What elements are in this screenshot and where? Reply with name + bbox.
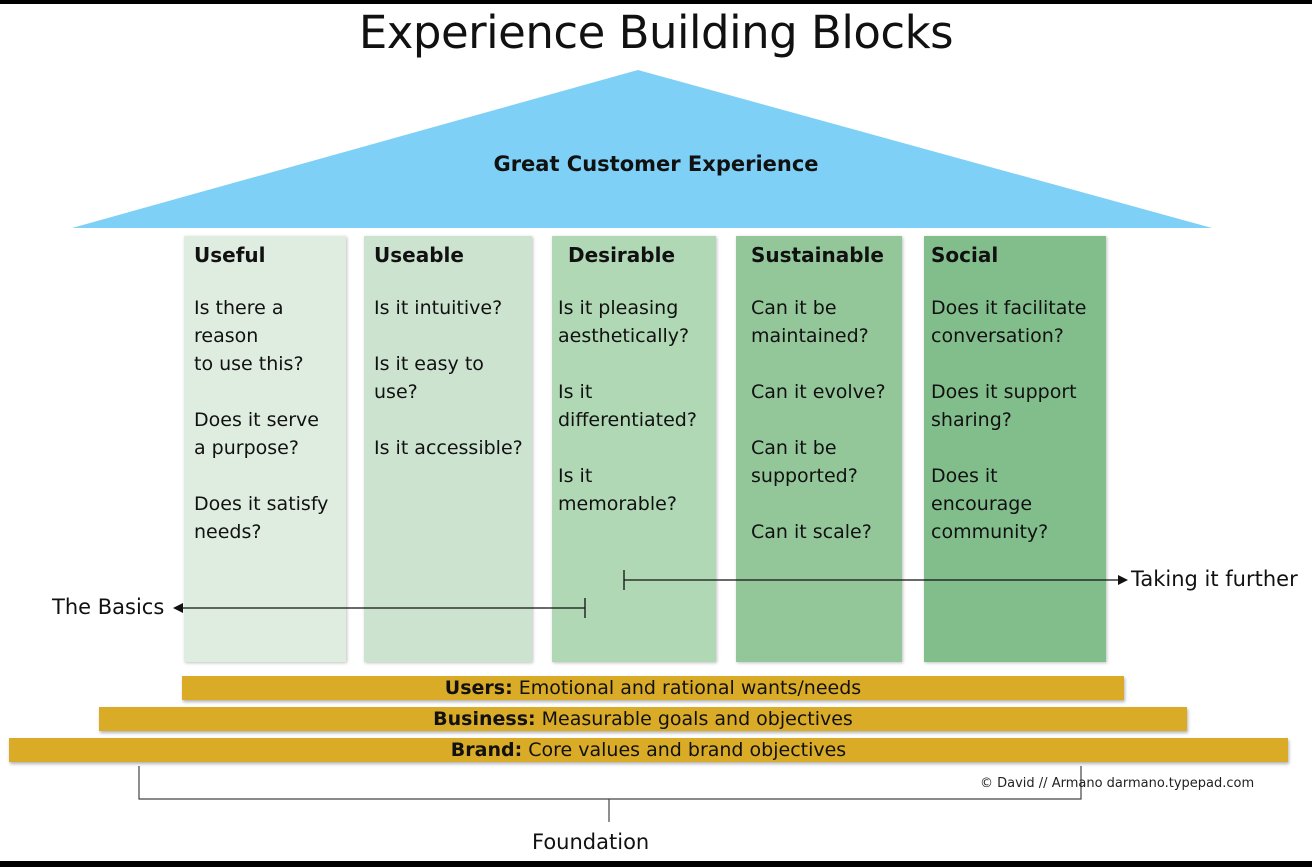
pillar-useful: Useful Is there a reason to use this? Do…	[184, 236, 346, 662]
further-label: Taking it further	[1131, 567, 1298, 591]
band-brand: Brand: Core values and brand objectives	[9, 738, 1288, 762]
pillar-sustainable: Sustainable Can it be maintained? Can it…	[736, 236, 902, 662]
pillar-title: Useable	[374, 243, 464, 267]
band-brand-text: Core values and brand objectives	[522, 739, 847, 761]
pillar-title: Desirable	[568, 243, 676, 267]
basics-label: The Basics	[52, 595, 165, 619]
diagram-title: Experience Building Blocks	[358, 6, 954, 59]
pillar-desirable: Desirable Is it pleasing aesthetically? …	[552, 236, 716, 662]
pillar-question: Is it memorable?	[558, 465, 677, 515]
pillar-question: Does it encourage community?	[931, 465, 1049, 543]
pillar-question: Does it support sharing?	[931, 381, 1077, 431]
pillar-question: Does it serve a purpose?	[194, 409, 319, 459]
band-business-text: Measurable goals and objectives	[535, 708, 853, 730]
pillar-question: Can it be maintained?	[751, 297, 869, 347]
pillar-question: Can it scale?	[751, 521, 872, 543]
pillar-useable: Useable Is it intuitive? Is it easy to u…	[364, 236, 532, 662]
pillar-question: Is it pleasing aesthetically?	[558, 297, 690, 347]
pillar-question: Can it evolve?	[751, 381, 886, 403]
roof-triangle	[72, 70, 1212, 228]
basics-arrow-head	[173, 603, 183, 613]
band-users: Users: Emotional and rational wants/need…	[182, 676, 1124, 700]
roof-label: Great Customer Experience	[493, 152, 819, 176]
pillar-question: Does it satisfy needs?	[194, 493, 329, 543]
pillar-question: Is it differentiated?	[558, 381, 697, 431]
roof	[72, 70, 1212, 228]
pillar-question: Is it easy to use?	[374, 353, 484, 403]
credit-text: © David // Armano darmano.typepad.com	[980, 776, 1255, 791]
pillar-question: Is it accessible?	[374, 437, 523, 459]
pillar-question: Does it facilitate conversation?	[931, 297, 1087, 347]
pillar-question: Is it intuitive?	[374, 297, 503, 319]
band-users-text: Emotional and rational wants/needs	[512, 677, 862, 699]
band-users-heading: Users:	[444, 677, 513, 699]
band-business-heading: Business:	[433, 708, 536, 730]
connector-lines	[138, 570, 1128, 822]
pillar-social: Social Does it facilitate conversation? …	[924, 236, 1106, 662]
foundation-label: Foundation	[532, 830, 650, 854]
diagram-canvas: Experience Building Blocks Great Custome…	[0, 4, 1312, 861]
pillar-title: Sustainable	[751, 243, 884, 267]
pillar-question: Is there a reason to use this?	[194, 297, 304, 375]
band-brand-heading: Brand:	[450, 739, 523, 761]
pillar-title: Social	[931, 243, 999, 267]
pillar-question: Can it be supported?	[751, 437, 858, 487]
pillar-title: Useful	[194, 243, 266, 267]
band-business: Business: Measurable goals and objective…	[99, 707, 1187, 731]
further-arrow-head	[1118, 575, 1128, 585]
foundation-bracket	[138, 766, 1082, 800]
